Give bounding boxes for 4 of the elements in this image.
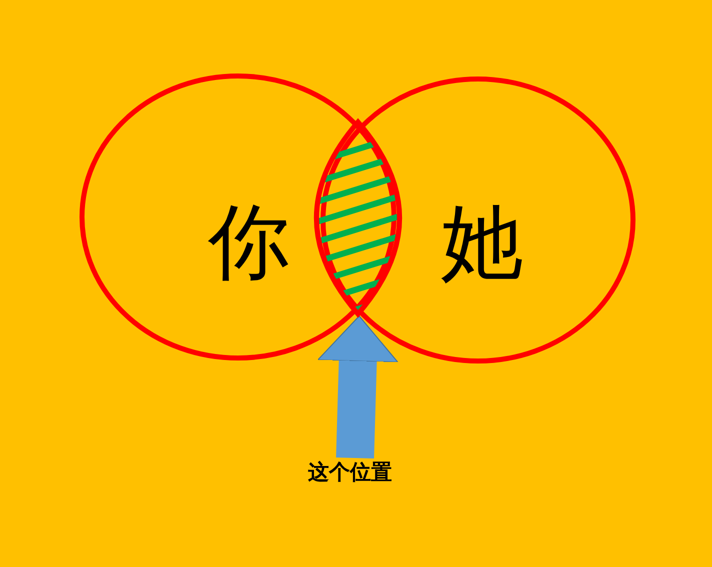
character-label: 你 (208, 194, 290, 292)
block-arrow (317, 316, 398, 459)
caption-text: 这个位置 (308, 458, 392, 486)
character-label: 她 (441, 194, 523, 292)
